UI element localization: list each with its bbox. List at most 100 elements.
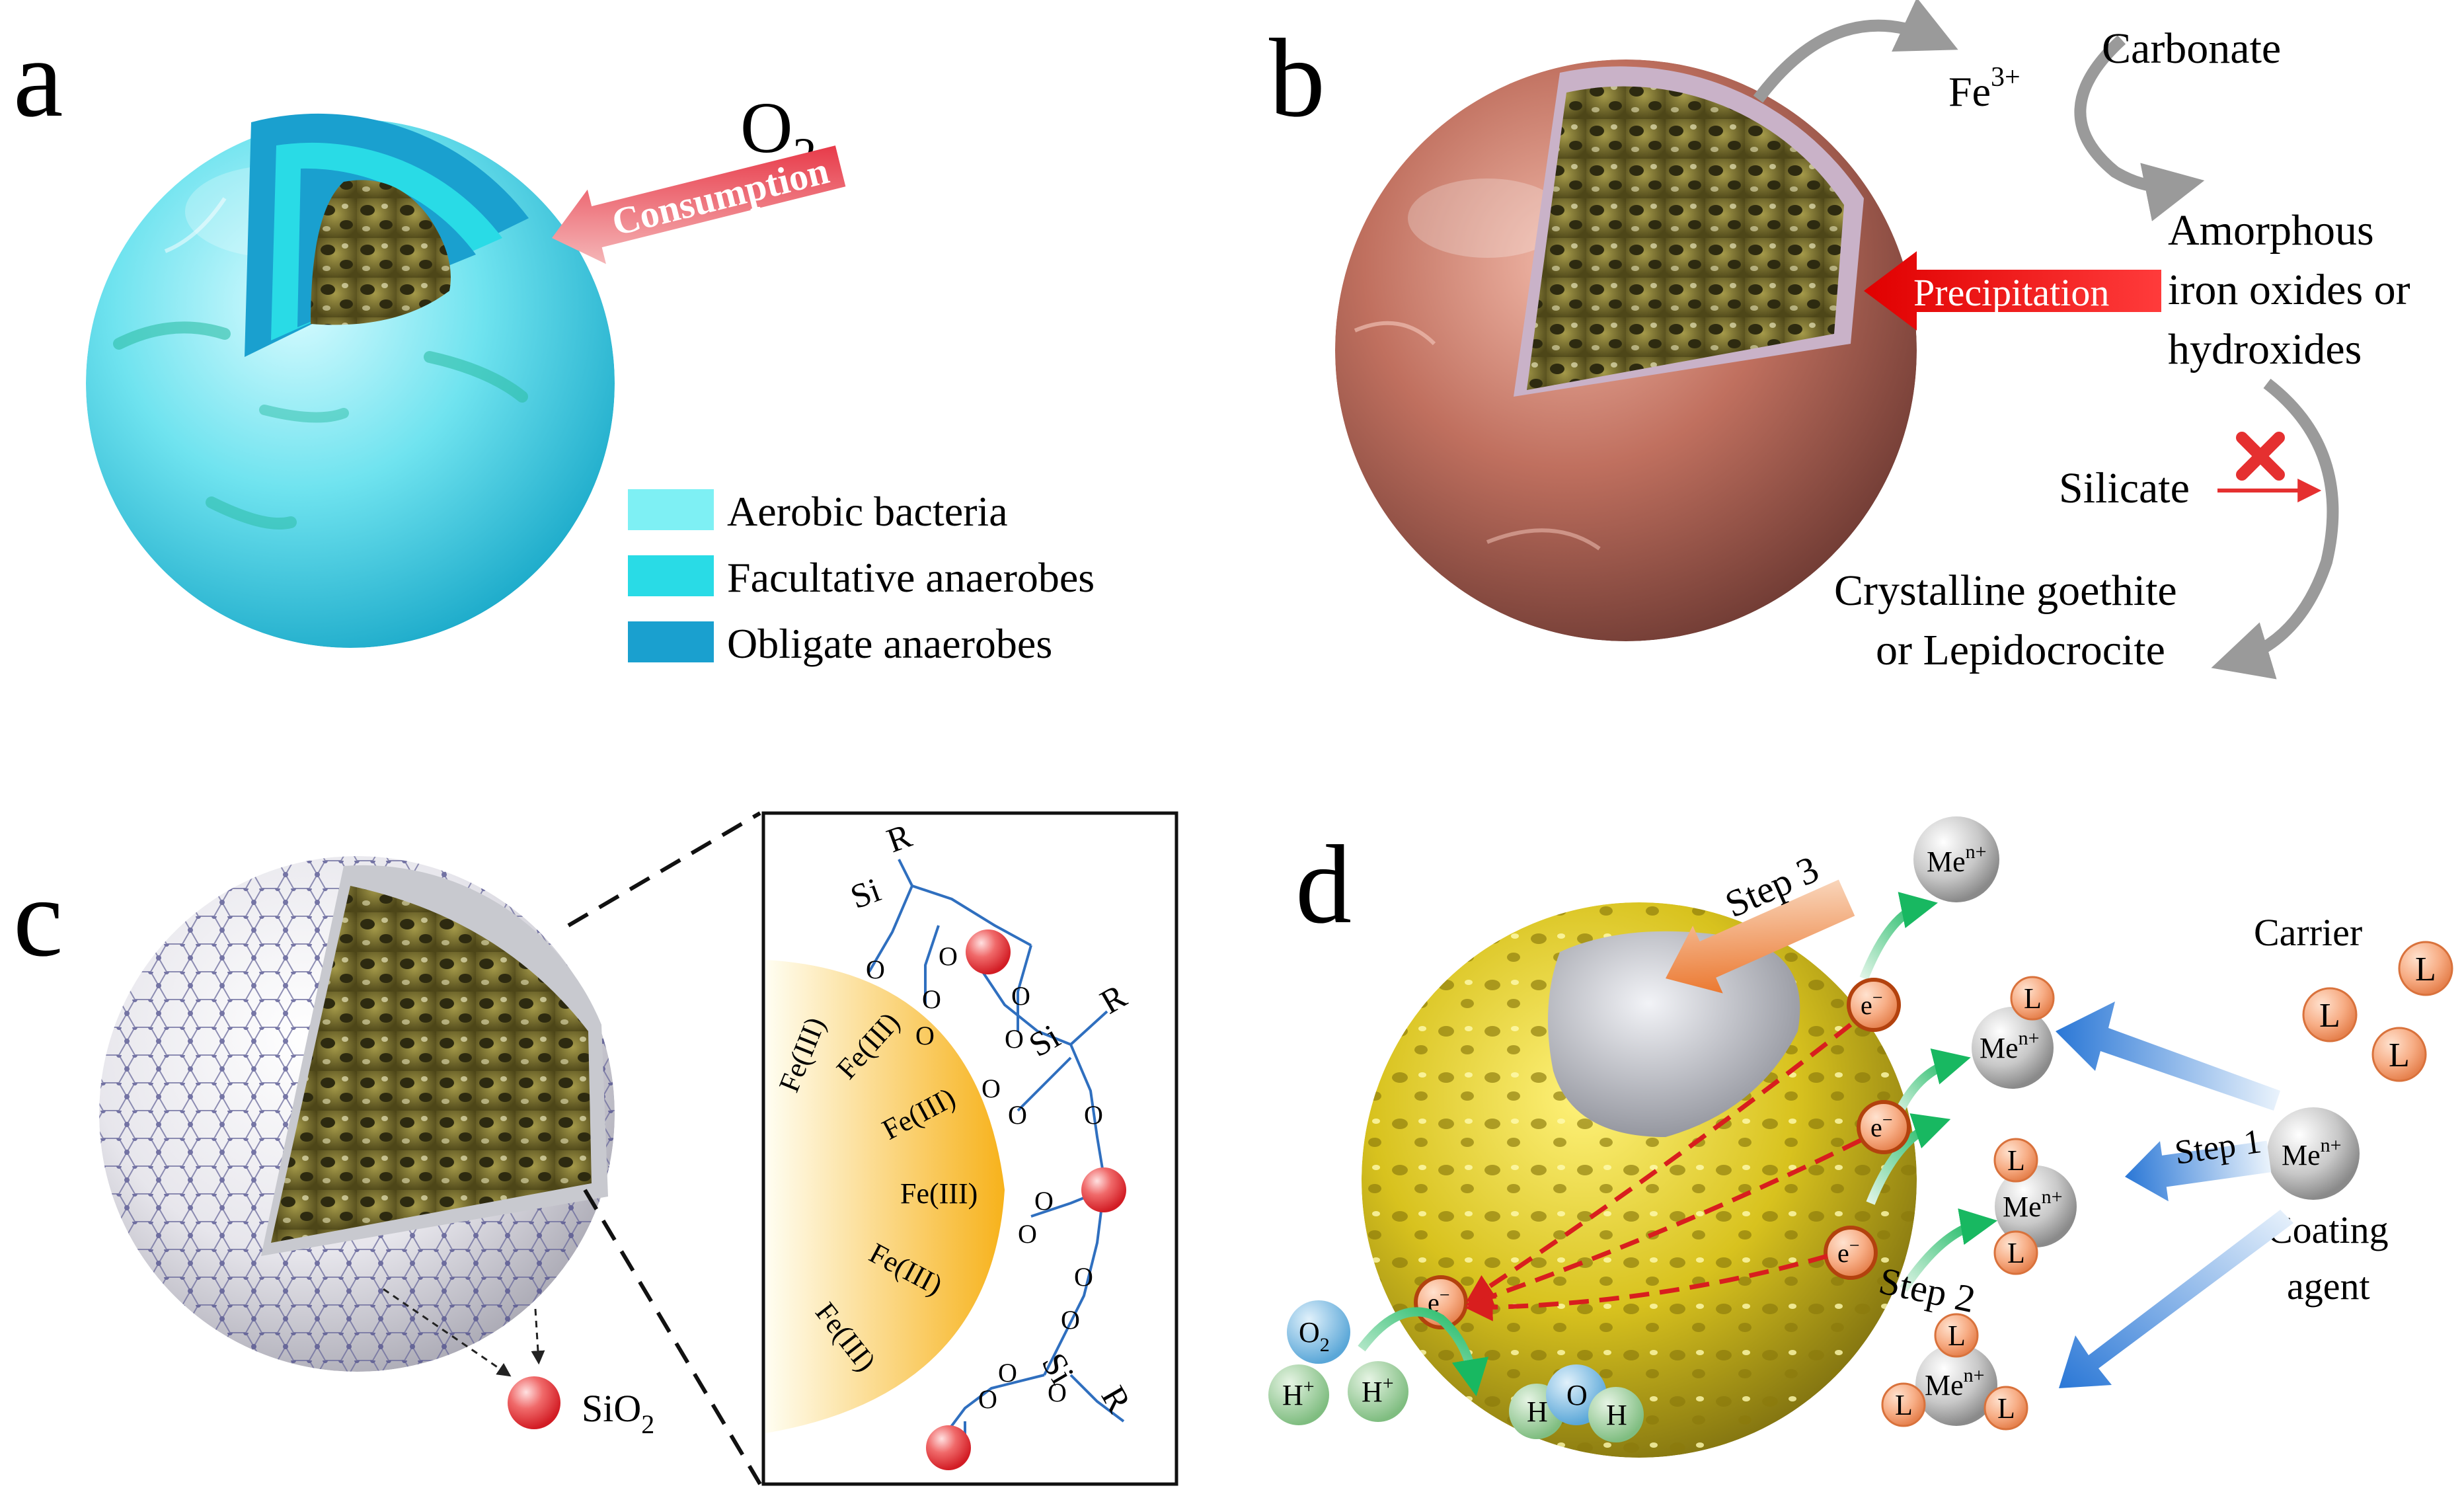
panel-d: d Step 3 Men+ e− e− (1268, 816, 2453, 1458)
complex-2: Men+ L L (1993, 1138, 2077, 1275)
step2-label: Step 2 (1875, 1259, 1979, 1321)
carrier-ligand-1: L (2398, 941, 2453, 996)
o-label-10: O (1034, 1186, 1054, 1216)
release-arrow-2 (1892, 1048, 1971, 1119)
amorphous-line-2: iron oxides or (2168, 266, 2410, 314)
electron-1: e− (1847, 978, 1901, 1032)
release-arrow-3 (1866, 1113, 1951, 1205)
coating-metal-ion (2267, 1107, 2360, 1200)
core-porous (311, 180, 451, 325)
electron-3: e− (1824, 1226, 1878, 1280)
carbonate-label: Carbonate (2102, 24, 2281, 73)
fe-label-4: Fe(III) (900, 1177, 978, 1210)
silicate-label: Silicate (2059, 464, 2190, 512)
precipitation-arrow: Precipitation (1864, 251, 2161, 331)
svg-text:e−: e− (1837, 1236, 1860, 1268)
svg-text:e−: e− (1870, 1110, 1893, 1142)
svg-text:L: L (1948, 1319, 1966, 1352)
o-label-5: O (1011, 981, 1030, 1011)
o-label-14: O (998, 1358, 1017, 1388)
metal-ion-top-label: Men+ (1927, 841, 1987, 878)
o-label-15: O (978, 1384, 997, 1414)
sio2-label: SiO2 (582, 1387, 654, 1439)
silver-core (1548, 931, 1800, 1137)
crystalline-line-1: Crystalline goethite (1834, 567, 2177, 615)
svg-text:L: L (2319, 997, 2340, 1035)
sio2-node-3 (926, 1425, 971, 1470)
o-label-12: O (1074, 1262, 1093, 1292)
sio2-node-1 (966, 929, 1011, 974)
svg-text:H: H (1606, 1399, 1627, 1431)
panel-label-d: d (1295, 822, 1352, 947)
coating-line-1: Coating (2267, 1208, 2389, 1251)
carrier-ligand-3: L (2371, 1027, 2427, 1082)
crystalline-arrow (2211, 378, 2339, 680)
coating-line-2: agent (2287, 1265, 2370, 1308)
svg-text:L: L (1895, 1389, 1913, 1421)
svg-text:L: L (2024, 982, 2042, 1015)
panel-label-a: a (13, 16, 63, 140)
panel-c: c SiO2 (13, 811, 1178, 1486)
complex-1: Men+ L (1972, 976, 2055, 1089)
svg-text:L: L (2007, 1144, 2025, 1177)
electron-2: e− (1857, 1100, 1911, 1154)
o-label-11: O (1018, 1219, 1037, 1249)
o-label-1: O (866, 955, 885, 984)
o-label-9: O (1084, 1100, 1103, 1130)
svg-text:L: L (2389, 1037, 2410, 1074)
core-porous-c (271, 886, 592, 1243)
hplus-ball-1: H+ (1268, 1364, 1329, 1425)
crystalline-line-2: or Lepidocrocite (1876, 626, 2165, 674)
amorphous-line-1: Amorphous (2168, 206, 2374, 255)
blue-arrow-top (2056, 1002, 2280, 1111)
o-label-16: O (1048, 1378, 1067, 1407)
sphere-cutaway-b (1514, 66, 1864, 397)
core-porous-b (1527, 86, 1844, 390)
hplus-ball-2: H+ (1348, 1361, 1408, 1422)
sio2-pointer-1 (383, 1288, 512, 1377)
sio2-ball (508, 1376, 560, 1429)
legend-swatch-obligate (628, 621, 714, 662)
zoom-box: Fe(III) Fe(III) Fe(III) Fe(III) Fe(III) … (761, 811, 1178, 1486)
o2-ball: O2 (1287, 1300, 1350, 1364)
panel-label-b: b (1269, 16, 1325, 140)
sio2-pointer-2 (531, 1308, 545, 1365)
electron-4: e− (1414, 1275, 1468, 1329)
blue-arrow-bottom (2059, 1210, 2293, 1388)
legend-swatch-aerobic (628, 489, 714, 530)
legend-a: Aerobic bacteria Facultative anaerobes O… (628, 488, 1095, 667)
amorphous-line-3: hydroxides (2168, 325, 2362, 374)
legend-label-obligate: Obligate anaerobes (727, 620, 1052, 667)
fe-surface (765, 960, 1005, 1433)
svg-text:L: L (1997, 1392, 2015, 1425)
svg-text:e−: e− (1861, 988, 1883, 1020)
panel-label-c: c (13, 855, 63, 980)
o-label-6: O (1005, 1024, 1024, 1054)
reduction-arrow (1358, 1307, 1489, 1397)
o-label-13: O (1061, 1305, 1080, 1335)
o-label-7: O (982, 1074, 1001, 1103)
svg-text:L: L (2415, 951, 2436, 988)
o-label-8: O (1008, 1100, 1027, 1130)
step1-arrow: Step 1 (2125, 1122, 2272, 1202)
legend-label-aerobic: Aerobic bacteria (727, 488, 1008, 535)
electron-paths (1465, 1023, 1862, 1321)
o-label-4: O (915, 1021, 935, 1050)
carrier-label: Carrier (2254, 911, 2362, 954)
svg-text:L: L (2007, 1237, 2025, 1269)
metal-ion-top (1913, 816, 1999, 902)
carrier-ligand-2: L (2302, 987, 2358, 1043)
fe-curved-arrow (1753, 0, 1958, 103)
water-molecule: H O H (1509, 1364, 1644, 1442)
o-label-2: O (939, 941, 958, 971)
legend-label-facultative: Facultative anaerobes (727, 554, 1095, 601)
svg-text:O2: O2 (1299, 1316, 1330, 1356)
blocked-x-icon (2236, 432, 2285, 481)
precipitation-label: Precipitation (1913, 271, 2109, 314)
legend-swatch-facultative (628, 555, 714, 596)
svg-text:Men+: Men+ (2003, 1186, 2063, 1223)
zoom-line-bottom (583, 1189, 762, 1485)
consumption-label: Consumption (607, 149, 833, 244)
o-label-3: O (922, 984, 941, 1014)
